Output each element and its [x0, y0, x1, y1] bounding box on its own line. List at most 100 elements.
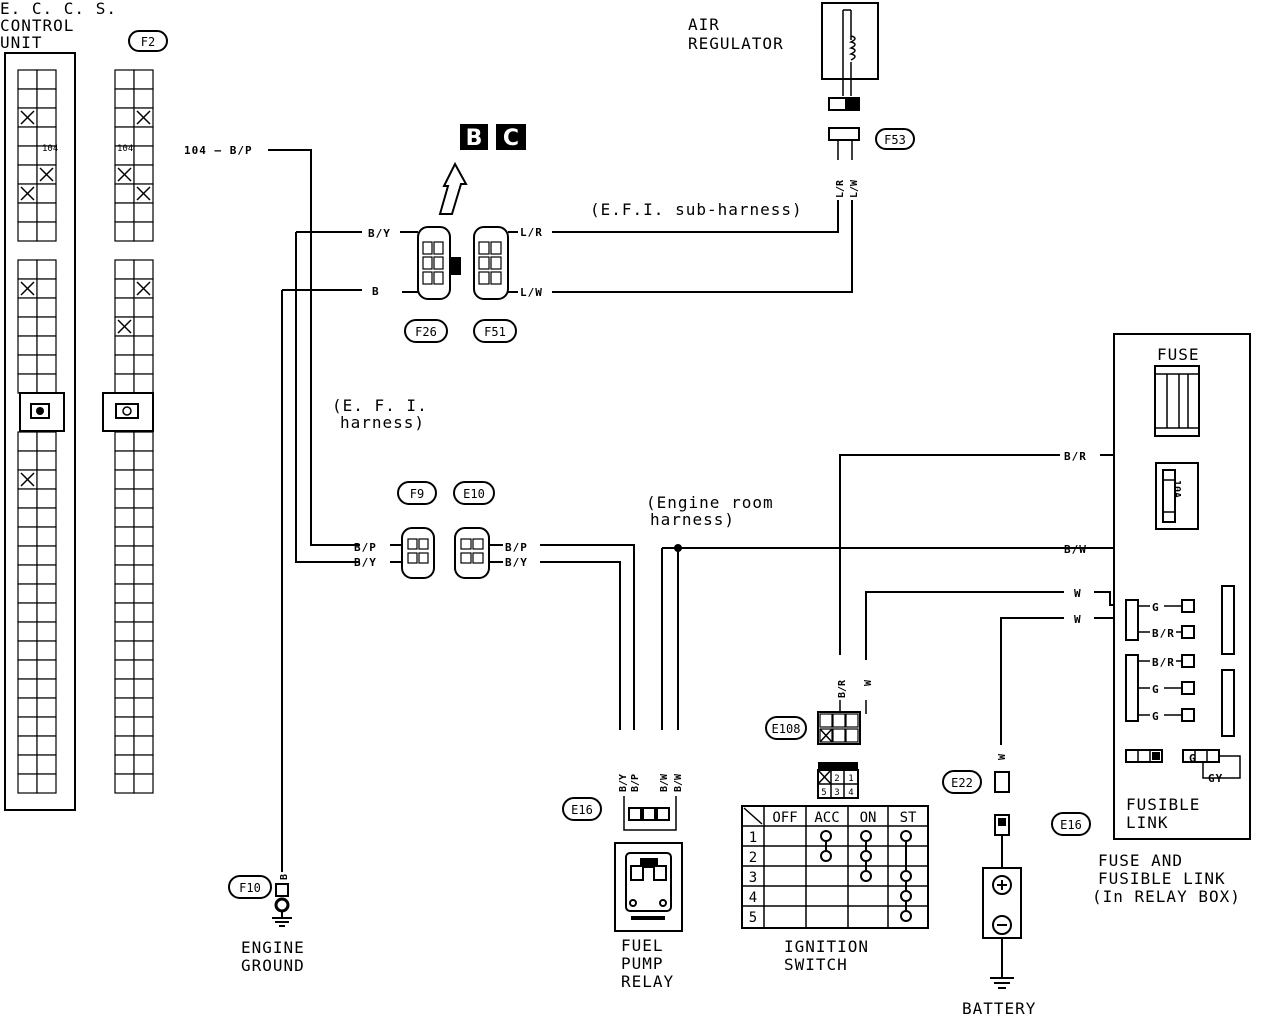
engine-ground-title-line2: GROUND — [241, 956, 305, 975]
ignition-header-off: OFF — [772, 810, 797, 826]
fusible-link-group-1-leads — [1138, 605, 1150, 633]
wire-label-lr-vertical: L/R — [835, 179, 846, 198]
engine-ground-terminal — [274, 897, 290, 913]
connector-tag-f51 — [473, 319, 517, 343]
engine-ground-plug — [275, 883, 289, 897]
wire-by-relay — [540, 561, 621, 730]
wire-f9-stubs — [390, 544, 402, 563]
ignition-header-acc: ACC — [814, 810, 839, 826]
connector-f53-leads — [837, 140, 853, 160]
connector-f53-plug — [828, 127, 860, 141]
eccs-title-line2: CONTROL — [0, 16, 74, 35]
ignition-pin-x — [817, 769, 832, 785]
wire-label-ignition-w: W — [863, 679, 874, 686]
ignition-switch-title-line2: SWITCH — [784, 955, 848, 974]
eccs-lock-b-dot — [122, 406, 132, 416]
wire-e10-stubs — [489, 544, 503, 563]
ignition-header-on: ON — [860, 810, 877, 826]
badge-c — [496, 124, 526, 150]
connector-tag-e16-relay — [562, 797, 602, 821]
connector-label-f2: F2 — [141, 35, 155, 49]
connector-f26 — [417, 226, 451, 300]
eccs-connector-a — [17, 69, 57, 794]
fusible-wire-label-g-1: G — [1152, 601, 1160, 614]
fuel-pump-relay-pin-4 — [659, 899, 667, 907]
fusible-link-group-2 — [1125, 654, 1139, 722]
fusible-link-terminal-2 — [1181, 625, 1195, 639]
efi-sub-harness-label: (E.F.I. sub-harness) — [590, 200, 803, 219]
wire-lr — [552, 200, 839, 233]
connector-tag-f53 — [875, 128, 915, 150]
connector-f9 — [401, 527, 435, 579]
connector-label-f10: F10 — [239, 881, 261, 895]
ignition-pin-bottom-2: 3 — [834, 788, 839, 798]
connector-label-f26: F26 — [415, 325, 437, 339]
fuel-pump-relay-title-line3: RELAY — [621, 972, 674, 991]
wire-label-w-lower: W — [1074, 613, 1082, 626]
wire-bp-relay — [540, 544, 635, 730]
fusible-link-terminal-3 — [1181, 654, 1195, 668]
fuel-pump-relay-pin-1 — [630, 865, 644, 881]
ignition-switch-title-line1: IGNITION — [784, 937, 869, 956]
wire-label-ground-b: B — [279, 874, 290, 880]
wire-label-bp-e10: B/P — [505, 541, 528, 554]
wire-label-by-f26: B/Y — [368, 227, 391, 240]
fuse-box-label-gy: GY — [1208, 772, 1223, 785]
fusible-wire-label-br-2: B/R — [1152, 656, 1175, 669]
connector-label-e10: E10 — [463, 487, 485, 501]
fuse-box-connector-right-grid — [1194, 750, 1208, 762]
relay-plug-cell-1 — [628, 807, 642, 821]
fuse-box-title-line1: FUSE AND — [1098, 851, 1183, 870]
fuse-box-title-line2: FUSIBLE LINK — [1098, 869, 1226, 888]
battery-connector-fill — [998, 818, 1006, 826]
wire-label-relay-bw-2: B/W — [673, 773, 684, 792]
ignition-pin-bottom-3: 4 — [848, 788, 853, 798]
wire-by-vertical — [295, 232, 360, 563]
connector-label-e22: E22 — [951, 776, 973, 790]
ignition-row-1: 1 — [749, 830, 757, 846]
badge-c-label: C — [503, 126, 519, 151]
engine-room-harness-label-line2: harness) — [650, 510, 735, 529]
connector-f26-latch — [451, 257, 461, 275]
battery-connector-e22 — [994, 771, 1010, 793]
eccs-control-unit: E. C. C. S. CONTROL UNIT 104 104 — [0, 0, 154, 811]
fusible-link-group-1 — [1125, 599, 1139, 641]
wire-label-104-bp: 104 — B/P — [184, 144, 253, 157]
air-regulator-leads — [842, 40, 852, 96]
wire-w-ignition — [865, 591, 1064, 660]
connector-tag-e10 — [453, 481, 495, 505]
air-regulator-coil-frame — [842, 9, 852, 40]
wire-label-w-upper: W — [1074, 587, 1082, 600]
engine-ground-title-line1: ENGINE — [241, 938, 305, 957]
fuel-pump-relay-key — [640, 858, 658, 868]
ignition-pin-top-2: 1 — [848, 774, 853, 784]
ignition-switch-table — [741, 805, 929, 929]
fusible-link-slot-1 — [1221, 585, 1235, 655]
fusible-link-terminal-5 — [1181, 708, 1195, 722]
wire-lw — [552, 200, 853, 293]
wire-label-lr: L/R — [520, 226, 543, 239]
efi-harness-label-line1: (E. F. I. — [332, 396, 428, 415]
wire-label-relay-by: B/Y — [618, 774, 629, 792]
connector-tag-f26 — [404, 319, 448, 343]
fusible-link-title-line1: FUSIBLE — [1126, 795, 1200, 814]
connector-label-e16-relay: E16 — [571, 803, 593, 817]
air-regulator-title-line1: AIR — [688, 15, 720, 34]
battery-title: BATTERY — [962, 999, 1036, 1018]
ignition-pin-block-header — [818, 762, 858, 770]
eccs-lock-a-dot — [36, 407, 44, 415]
connector-tag-f9 — [397, 481, 437, 505]
fuel-pump-relay-title-line1: FUEL — [621, 936, 664, 955]
wire-label-by-f9: B/Y — [354, 556, 377, 569]
relay-plug-cell-2 — [642, 807, 656, 821]
connector-e10 — [454, 527, 490, 579]
wire-label-lw-vertical: L/W — [849, 179, 860, 198]
fusible-wire-label-br-1: B/R — [1152, 627, 1175, 640]
connector-label-e108: E108 — [772, 722, 801, 736]
wire-bp-104 — [268, 149, 360, 546]
fuse-box-label-g: G — [1189, 752, 1197, 765]
wire-label-battery-w: W — [997, 753, 1008, 760]
eccs-pin-104-a: 104 — [42, 144, 58, 154]
fuse-title: FUSE — [1157, 345, 1200, 364]
